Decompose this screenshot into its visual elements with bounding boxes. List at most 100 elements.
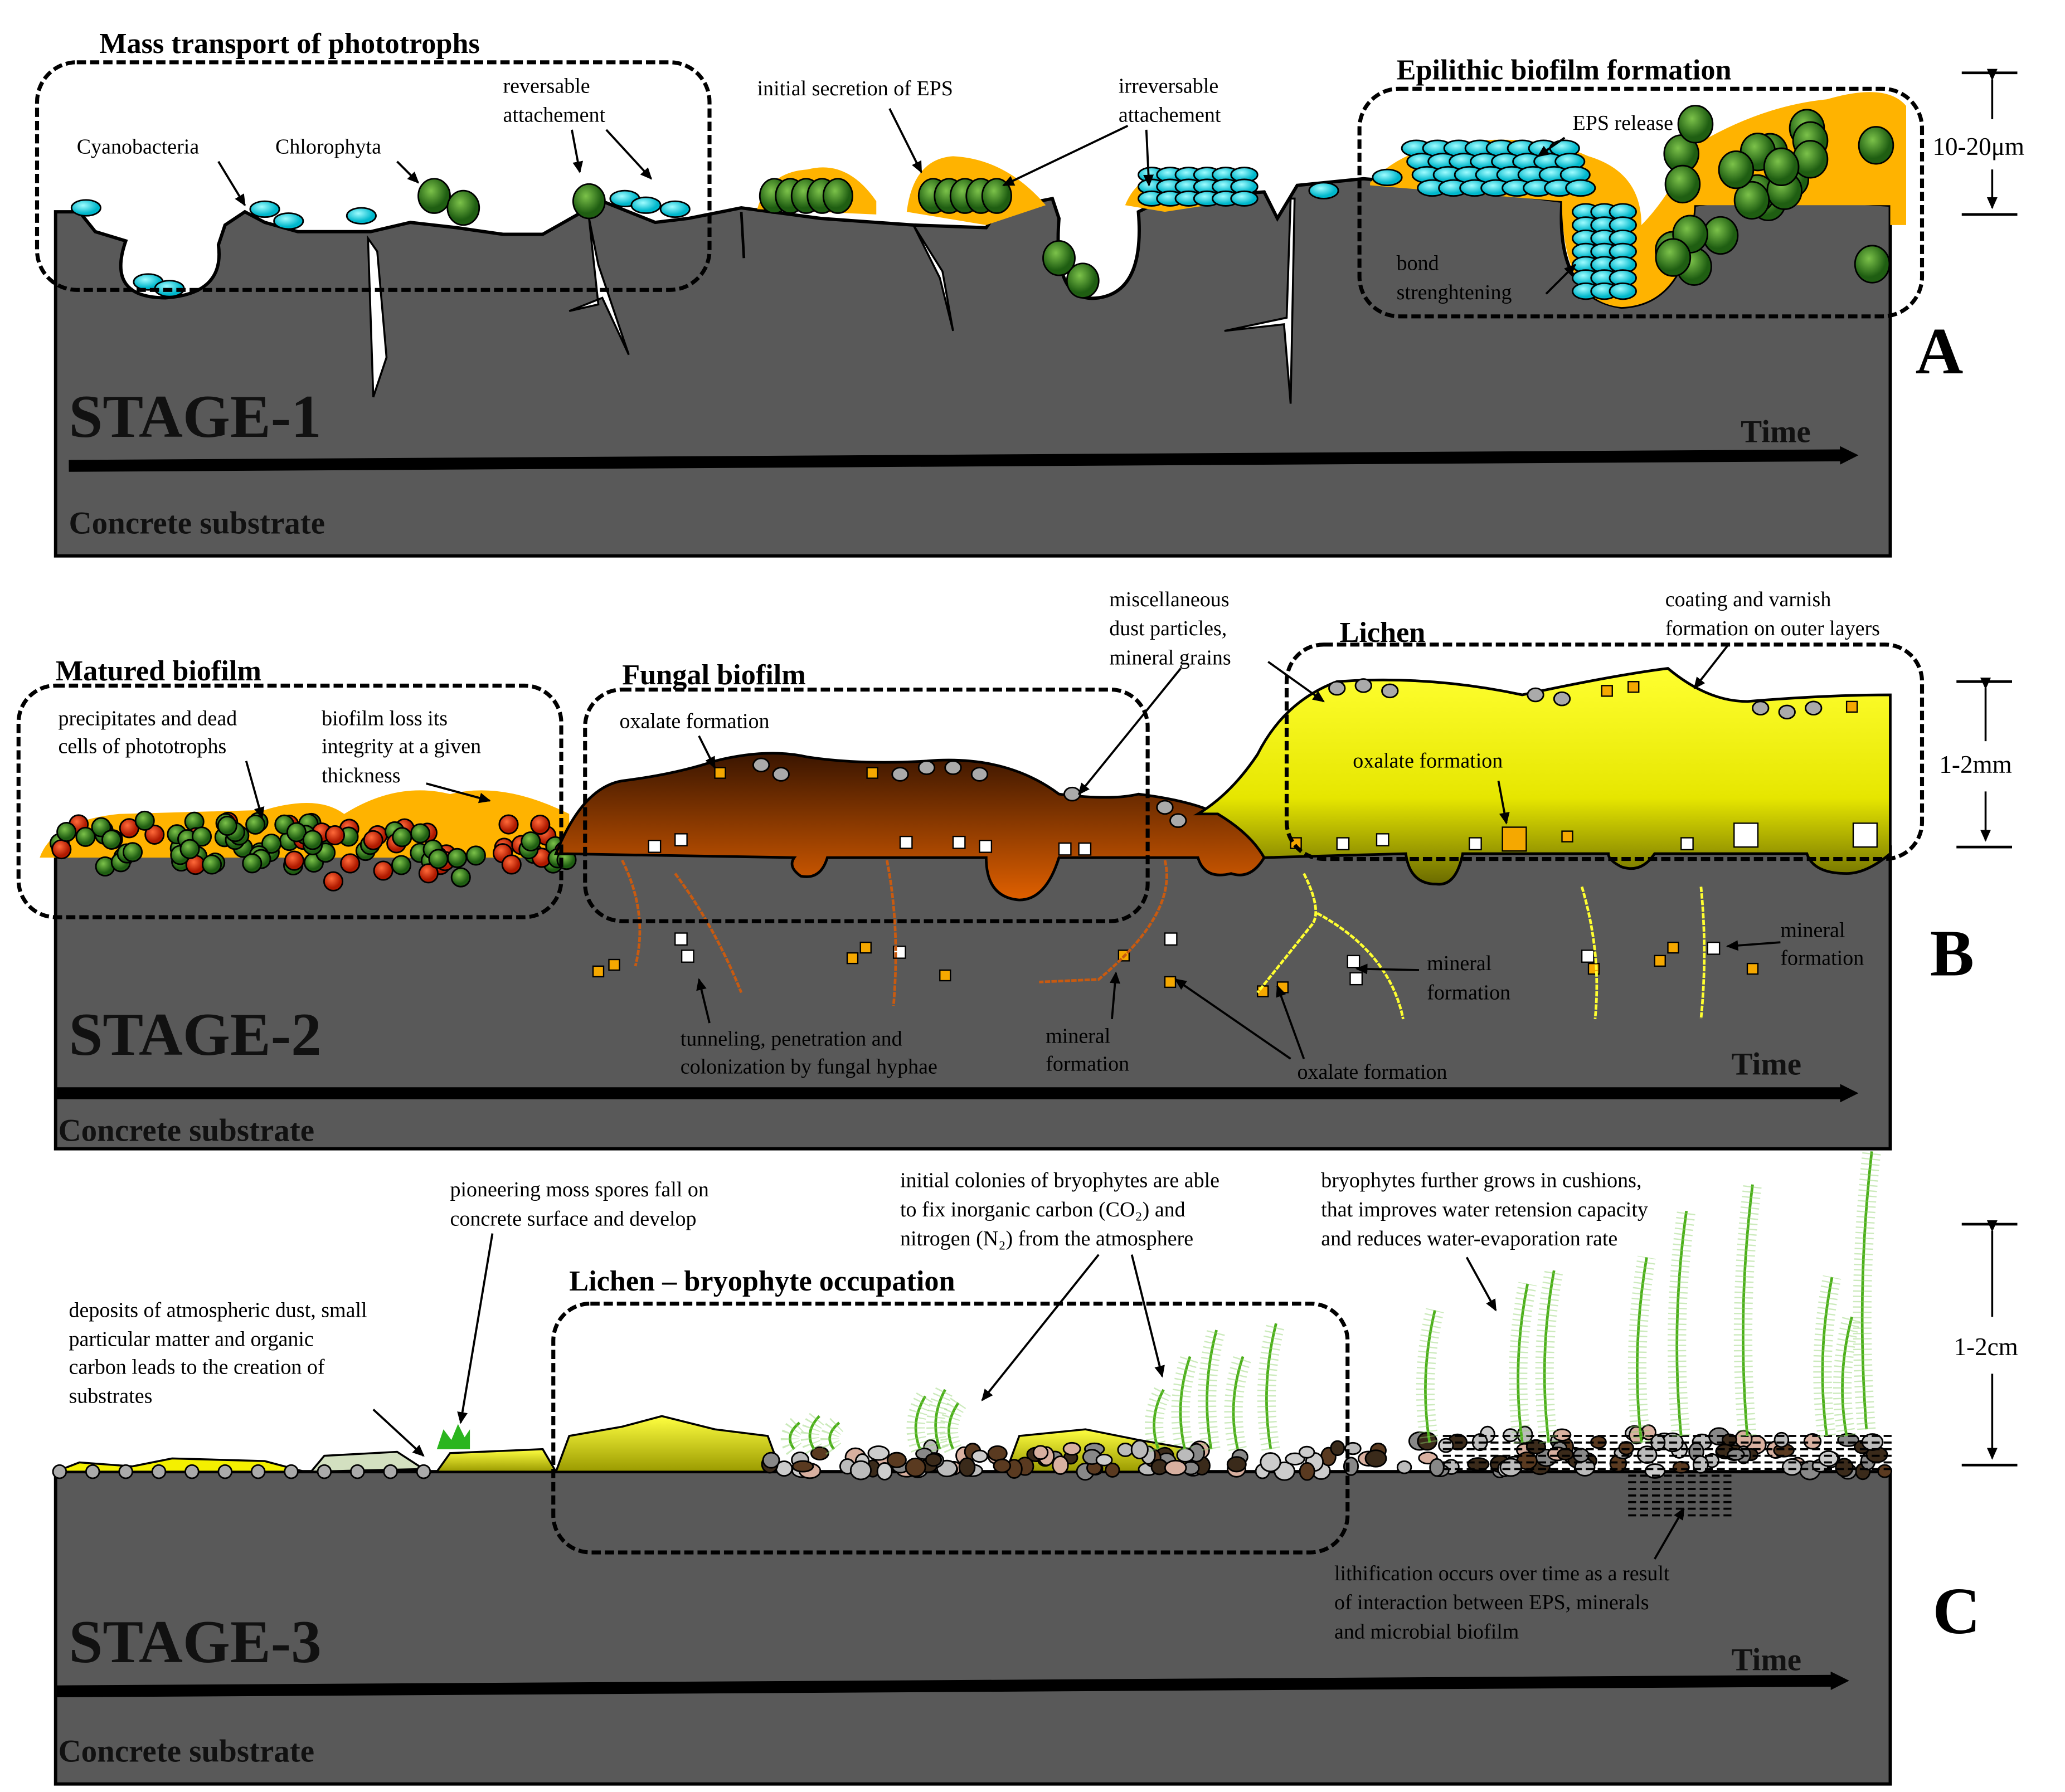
pebble [993, 1458, 1012, 1473]
label-chlorophyta: Chlorophyta [275, 135, 381, 159]
bryophyte-stem [1860, 1151, 1873, 1430]
label-deposits-3: carbon leads to the creation of [69, 1355, 325, 1379]
mineral-grain [970, 767, 989, 782]
phototroph-cell [202, 854, 222, 875]
bryophyte-stem [1265, 1323, 1277, 1450]
oxalate-crystal [608, 958, 620, 971]
hypha [1256, 873, 1318, 994]
scale-bar-b: 1-2mm [1939, 678, 2012, 849]
mineral-crystal [1376, 833, 1389, 846]
cyanobacteria-cell [249, 200, 280, 218]
hypha [1316, 912, 1405, 1020]
chlorophyta-cell [1655, 238, 1692, 277]
fungal-biofilm [554, 752, 1266, 902]
substrate-label-a: Concrete substrate [69, 505, 325, 540]
phototroph-cell [122, 842, 143, 863]
mineral-grain [772, 767, 790, 782]
chlorophyta-cell [572, 183, 606, 220]
time-arrow-a [69, 446, 1859, 472]
bryophyte-leaves [1509, 1282, 1537, 1444]
label-deposits-1: deposits of atmospheric dust, small [69, 1298, 367, 1322]
bryophyte-leaves [1535, 1269, 1563, 1444]
mass-transport-box [35, 60, 712, 292]
chlorophyta-cell [1858, 126, 1894, 165]
microbial-cells-a [70, 105, 1894, 300]
crack [1224, 197, 1296, 404]
label-deposits-2: particular matter and organic [69, 1328, 314, 1351]
pebble [1818, 1450, 1839, 1467]
mineral-crystal [1078, 842, 1092, 856]
pebble [791, 1460, 814, 1473]
label-mineral-1b: formation [1046, 1053, 1129, 1076]
mineral-crystal [1852, 822, 1878, 848]
pebble [217, 1464, 233, 1479]
crack [912, 224, 954, 332]
label-precipitates-1: precipitates and dead [59, 707, 237, 731]
oxalate-crystal [1601, 685, 1613, 697]
phototroph-cell [51, 839, 72, 860]
pebble [1062, 1442, 1081, 1456]
pebble [987, 1445, 1008, 1462]
pebble [1032, 1445, 1049, 1460]
mineral-crystal [681, 949, 694, 963]
crack [569, 218, 630, 356]
label-eps-release: EPS release [1573, 111, 1673, 135]
label-cyanobacteria: Cyanobacteria [77, 135, 200, 159]
pebble [925, 1453, 942, 1467]
pebble [284, 1464, 299, 1479]
mineral-crystal [1347, 955, 1361, 968]
moss-spore-cluster [436, 1424, 470, 1449]
oxalate-crystal [714, 767, 726, 779]
bryophyte-leaves [1733, 1183, 1762, 1437]
label-lithification-1: lithification occurs over time as a resu… [1334, 1562, 1670, 1585]
mineral-crystal [674, 932, 688, 946]
label-bond-1: bond [1397, 252, 1439, 275]
mineral-grain [917, 760, 936, 775]
panel-b: Matured biofilm Fungal biofilm Lichen pr… [16, 588, 2012, 1151]
lichen-box [1284, 642, 1925, 861]
pebble [1176, 1447, 1195, 1463]
phototroph-cell [261, 833, 282, 854]
mineral-crystal [899, 835, 913, 849]
oxalate-crystal [1561, 830, 1573, 843]
phototroph-cell [242, 853, 263, 874]
bryophyte-stem [1424, 1309, 1436, 1443]
bryophyte-stems [780, 1150, 1881, 1455]
chlorophyta-cell [1702, 216, 1739, 255]
bryophyte-stem [1153, 1389, 1165, 1450]
epilithic-biofilm-title: Epilithic biofilm formation [1397, 54, 1732, 86]
pebble [762, 1452, 780, 1469]
chlorophyta-cell [1677, 105, 1714, 144]
label-colonies-2: to fix inorganic carbon (CO₂) and [900, 1198, 1185, 1221]
mineral-grain [1778, 704, 1796, 720]
pebble [1835, 1458, 1854, 1477]
phototroph-cell [101, 829, 122, 850]
oxalate-crystal [1502, 826, 1527, 852]
chlorophyta-cell [1733, 181, 1770, 220]
phototroph-cell [530, 815, 551, 835]
bryophyte-leaves [926, 1385, 954, 1453]
oxalate-crystal [1746, 962, 1759, 975]
cyanobacteria-cell [630, 196, 662, 214]
bryophyte-stem [1232, 1356, 1245, 1450]
lichen-deposit [55, 1457, 305, 1473]
pebble [1467, 1457, 1490, 1472]
label-reversable-1: reversable [503, 74, 590, 98]
label-irreversable-1: irreversable [1119, 74, 1218, 98]
pebble [1781, 1458, 1802, 1476]
time-label-c: Time [1732, 1642, 1802, 1677]
phototroph-cell [323, 871, 344, 892]
label-colonies-1: initial colonies of bryophytes are able [900, 1169, 1219, 1192]
mineral-grain [1805, 700, 1823, 716]
pebble [1095, 1453, 1113, 1467]
pebble [1692, 1455, 1709, 1474]
pebble [85, 1464, 100, 1479]
bryophyte-leaves [820, 1415, 846, 1455]
pebble [849, 1460, 872, 1481]
bryophyte-leaves [780, 1415, 806, 1455]
phototroph-cell [144, 824, 165, 845]
phototroph-cell [191, 826, 212, 847]
phototroph-cell [465, 845, 486, 866]
lichen-bryophyte-box [551, 1301, 1350, 1555]
